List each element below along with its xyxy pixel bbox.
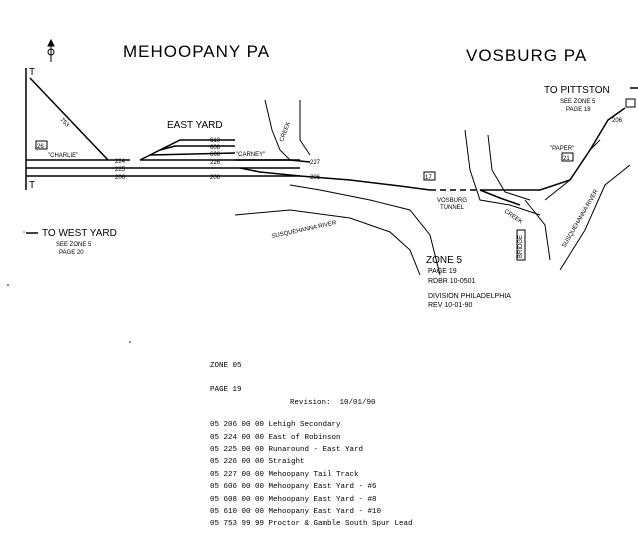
listing-row: 05 225 00 00 Runaround - East Yard: [210, 446, 364, 455]
track-606-line: [149, 152, 236, 156]
listing-page: PAGE 19: [210, 386, 242, 395]
zone-rev: REV 10-01-90: [428, 302, 472, 309]
label-753: 753: [59, 117, 71, 129]
label-206-mid: 206: [210, 175, 221, 181]
creek-right-bank-b: [487, 134, 531, 201]
label-227: 227: [310, 160, 321, 166]
creek-line-b: [299, 100, 311, 156]
river-left-label: SUSQUEHANNA RIVER: [271, 220, 337, 240]
to-pittston-label: TO PITTSTON: [544, 85, 610, 96]
label-606: 606: [210, 152, 221, 158]
title-vosburg: VOSBURG PA: [466, 46, 587, 65]
label-226: 226: [210, 160, 221, 166]
listing-row: 05 227 00 00 Mehoopany Tail Track: [210, 470, 359, 479]
river-right-bank-a: [524, 199, 551, 261]
label-206-left: 206: [115, 175, 126, 181]
signal-21-icon: [561, 152, 574, 162]
track-listing: ZONE 05 PAGE 19 Revision: 10/01/90 05 20…: [210, 360, 630, 560]
cp-paper: "PAPER": [550, 146, 574, 152]
listing-zone: ZONE 05: [210, 362, 242, 370]
river-right-bank-b: [559, 164, 631, 271]
river-right-label: SUSQUEHANNA RIVER: [562, 188, 601, 249]
creek-top-label: CREEK: [279, 121, 292, 142]
bridge-icon: [516, 229, 526, 261]
zone-rdbr: RDBR 10-0501: [428, 278, 476, 285]
east-yard-label: EAST YARD: [167, 120, 223, 131]
listing-row: 05 610 00 00 Mehoopany East Yard - #10: [210, 508, 382, 517]
end-marker-lower: T: [29, 180, 35, 191]
creek-right-bank-a: [464, 129, 541, 216]
label-206-pittston: 206: [612, 118, 623, 124]
bridge-label: BRIDGE: [518, 235, 524, 258]
label-225: 225: [115, 167, 126, 173]
listing-row: 05 608 00 00 Mehoopany East Yard - #8: [210, 495, 377, 504]
pittston-see-zone: SEE ZONE 5: [560, 99, 596, 105]
label-610: 610: [210, 138, 221, 144]
to-west-yard-label: TO WEST YARD: [42, 228, 117, 239]
signal-21-label: 21: [563, 156, 570, 162]
signal-17-label: 17: [425, 175, 432, 181]
signal-17-icon: [423, 171, 436, 181]
zone-title: ZONE 5: [426, 255, 463, 266]
listing-revision: Revision: 10/01/90: [290, 398, 376, 407]
zone-marker-icon: [625, 98, 636, 108]
label-224: 224: [115, 159, 126, 165]
signal-26-label: 26: [37, 144, 44, 150]
listing-row: 05 224 00 00 East of Robinson: [210, 433, 341, 442]
river-left-bank-b: [234, 209, 421, 276]
listing-row: 05 226 00 00 Straight: [210, 458, 305, 467]
listing-row: 05 606 00 00 Mehoopany East Yard - #6: [210, 483, 377, 492]
paper-siding: [479, 189, 521, 206]
track-753-line: [29, 77, 109, 161]
north-arrow-icon: [47, 38, 55, 62]
zone-division: DIVISION PHILADELPHIA: [428, 293, 511, 300]
river-left-bank-a: [289, 184, 441, 276]
creek-bottom-label: CREEK: [503, 209, 523, 226]
track-610-line: [139, 139, 235, 161]
tunnel-label-1: VOSBURG: [437, 198, 467, 204]
track-diagram: MEHOOPANY PA VOSBURG PA T T 753 610 608 …: [7, 38, 638, 343]
cp-charlie: "CHARLIE": [48, 153, 78, 159]
track-227-line: [235, 159, 311, 163]
zone-page: PAGE 19: [428, 268, 457, 275]
west-yard-see-zone: SEE ZONE 5: [56, 242, 92, 248]
listing-row: 05 206 00 00 Lehigh Secondary: [210, 421, 341, 430]
river-right-bank-c: [544, 139, 601, 201]
creek-line-a: [264, 99, 291, 161]
west-yard-page: PAGE 20: [59, 250, 84, 256]
scan-specks: [7, 231, 131, 343]
end-marker-upper: T: [29, 67, 35, 78]
label-206-east: 206: [310, 175, 321, 181]
cp-carney: "CARNEY": [236, 152, 265, 158]
title-mehoopany: MEHOOPANY PA: [123, 42, 270, 61]
label-608: 608: [210, 145, 221, 151]
listing-row: 05 753 99 99 Proctor & Gamble South Spur…: [210, 520, 413, 529]
track-608-line: [159, 145, 235, 151]
pittston-page: PAGE 18: [566, 107, 591, 113]
carney-crossover: [239, 167, 301, 177]
tunnel-label-2: TUNNEL: [440, 205, 465, 211]
signal-26-icon: [35, 140, 48, 150]
main-line-east: [299, 175, 431, 191]
